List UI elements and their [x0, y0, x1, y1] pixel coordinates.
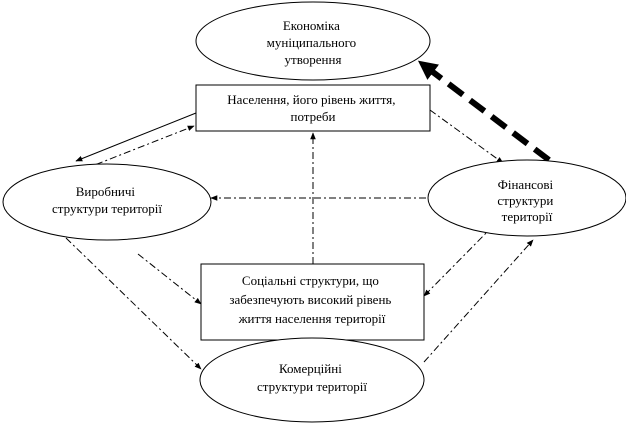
social-line: забезпечують високий рівень: [229, 292, 391, 307]
node-population: Населення, його рівень життя, потреби: [195, 84, 431, 132]
social-box: [200, 263, 425, 341]
population-line: потреби: [291, 109, 336, 124]
economy-line: муніципального: [267, 35, 356, 50]
arrow-finance-to-economy: [417, 60, 551, 163]
production-line: Виробничі: [76, 184, 136, 199]
finance-line: структури: [497, 193, 553, 208]
connectors: [65, 60, 551, 370]
arrow-production-to-social: [137, 253, 202, 305]
node-economy: Економіка муніципального утворення: [195, 1, 431, 81]
population-line: Населення, його рівень життя,: [227, 92, 395, 107]
node-commercial: Комерційні структури території: [199, 337, 425, 423]
finance-line: Фінансові: [498, 177, 554, 192]
economy-line: утворення: [285, 52, 342, 67]
social-label: Соціальні структури, що забезпечують вис…: [229, 273, 394, 326]
finance-label: Фінансові структури території: [497, 177, 556, 224]
production-label: Виробничі структури території: [52, 184, 162, 216]
arrow-commercial-to-finance: [423, 239, 534, 363]
arrow-population-to-production: [75, 112, 197, 162]
arrow-finance-to-social: [423, 225, 494, 297]
production-ellipse: [2, 163, 212, 241]
finance-line: території: [502, 209, 553, 224]
population-label: Населення, його рівень життя, потреби: [227, 92, 398, 124]
social-line: Соціальні структури, що: [242, 273, 379, 288]
commercial-line: Комерційні: [279, 361, 342, 376]
arrow-population-to-finance: [429, 109, 504, 164]
economy-ellipse: [195, 1, 431, 81]
social-line: життя населення території: [238, 311, 386, 326]
arrow-production-to-population: [81, 125, 195, 171]
commercial-line: структури території: [257, 379, 367, 394]
node-production: Виробничі структури території: [2, 163, 212, 241]
economy-line: Економіка: [283, 18, 340, 33]
arrow-production-to-commercial: [65, 237, 202, 370]
economy-label: Економіка муніципального утворення: [267, 18, 360, 67]
production-line: структури території: [52, 201, 162, 216]
finance-ellipse: [427, 159, 626, 237]
commercial-label: Комерційні структури території: [257, 361, 367, 394]
population-box: [195, 84, 431, 132]
commercial-ellipse: [199, 337, 425, 423]
node-finance: Фінансові структури території: [427, 159, 626, 237]
node-social: Соціальні структури, що забезпечують вис…: [200, 263, 425, 341]
